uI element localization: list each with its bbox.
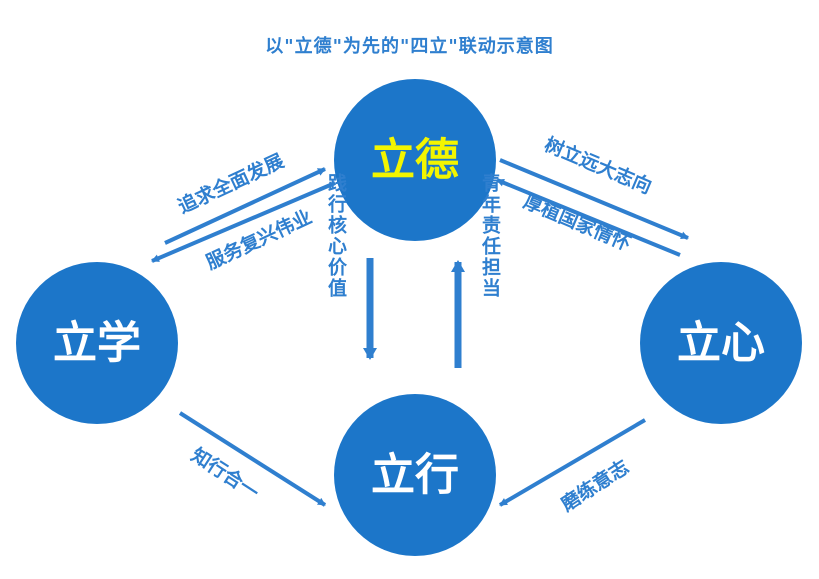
edge-label-lide-to-lixing: 践行核心价值 (325, 172, 348, 299)
arrow-lixin-to-lixing (498, 418, 647, 507)
arrow-lide-to-lixin (499, 158, 689, 240)
node-lixue-label: 立学 (53, 318, 141, 369)
edge-label-lixue-to-lide: 追求全面发展 (174, 149, 287, 218)
edge-label-lide-to-lixin: 树立远大志向 (541, 133, 655, 199)
node-lixing-circle (334, 394, 496, 556)
node-lixin-label: 立心 (677, 318, 765, 369)
arrows (151, 158, 689, 507)
diagram-title: 以"立德"为先的"四立"联动示意图 (265, 36, 554, 57)
edge-label-lixue-to-lixing: 知行合一 (187, 443, 263, 504)
edge-label-lixing-to-lide: 青年责任担当 (479, 173, 502, 299)
node-lixue-circle (16, 262, 178, 424)
arrow-lixue-to-lixing (178, 411, 327, 507)
node-lide-circle (334, 79, 496, 241)
arrow-lixin-to-lide (496, 178, 681, 257)
node-lixin-circle (640, 262, 802, 424)
node-lide-label: 立德 (371, 135, 459, 186)
arrow-lixue-to-lide (164, 167, 326, 245)
node-lixing-label: 立行 (371, 450, 459, 501)
arrow-lide-to-lixue (151, 181, 336, 263)
edge-label-lixin-to-lide: 厚植国家情怀 (520, 190, 634, 256)
nodes: 立德 立学 立心 立行 (16, 79, 802, 556)
